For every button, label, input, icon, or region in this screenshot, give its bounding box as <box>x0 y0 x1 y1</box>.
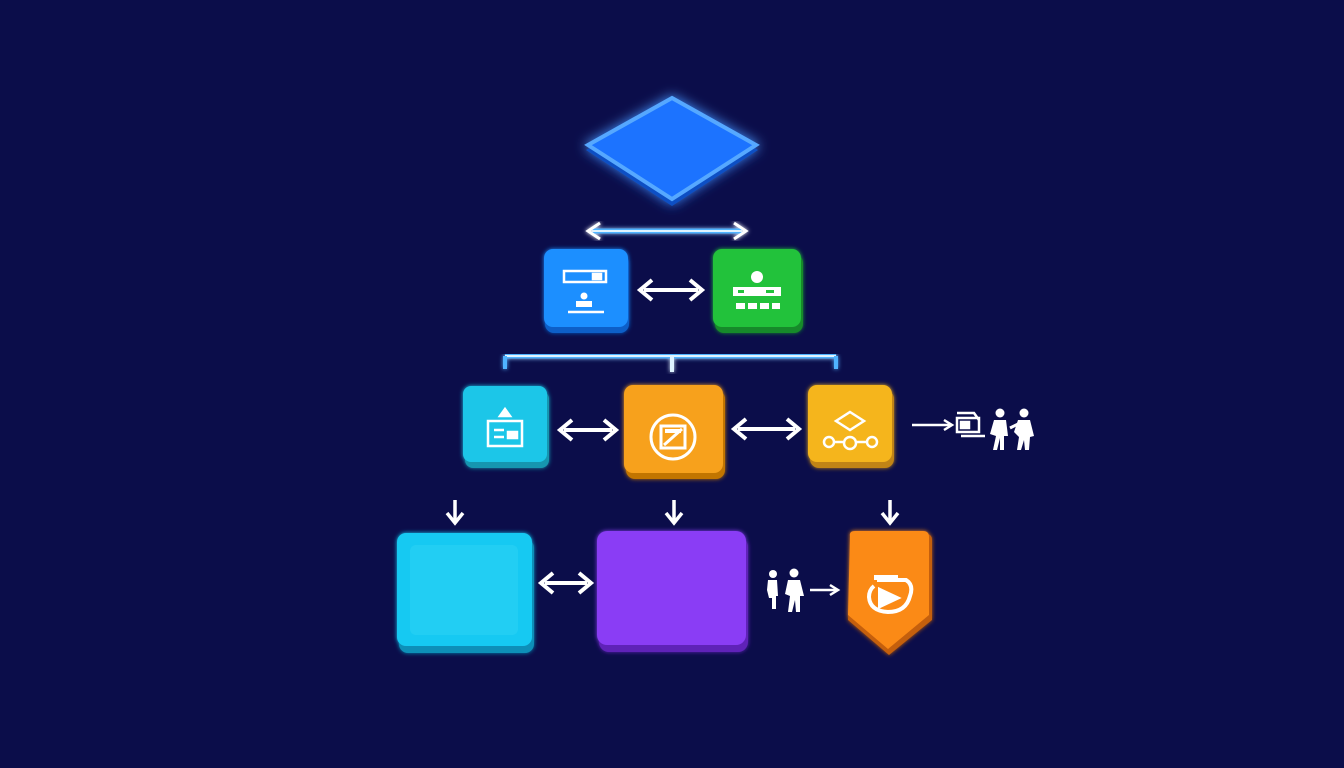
double-arrow-row3 <box>537 571 595 595</box>
middle-connector <box>503 353 838 372</box>
machine-icon <box>955 411 985 438</box>
double-arrow-row2-right <box>730 417 803 441</box>
panel-person-icon <box>562 269 608 314</box>
document-icon <box>486 406 524 448</box>
box-row3-right-shield <box>848 531 932 655</box>
top-connector <box>585 221 749 241</box>
box-row1-right <box>713 249 803 333</box>
people-icon <box>990 408 1034 450</box>
decision-diamond <box>584 95 760 206</box>
box-row3-left <box>397 533 534 653</box>
output-arrow-row3 <box>810 583 841 597</box>
double-arrow-row1 <box>636 278 706 302</box>
person-card-icon <box>733 271 781 309</box>
box-row3-center <box>597 531 748 652</box>
double-arrow-row2-left <box>556 418 620 442</box>
box-row2-center <box>624 385 725 479</box>
box-row1-left <box>544 249 629 333</box>
framed-square-icon <box>649 413 697 461</box>
cycle-icon <box>866 575 914 615</box>
diamond-flow-icon <box>822 410 879 451</box>
drop-arrows <box>445 500 900 526</box>
output-arrow-row2 <box>912 418 955 432</box>
box-row2-left <box>463 386 549 468</box>
box-row2-right <box>808 385 894 468</box>
people-icon <box>767 568 804 612</box>
